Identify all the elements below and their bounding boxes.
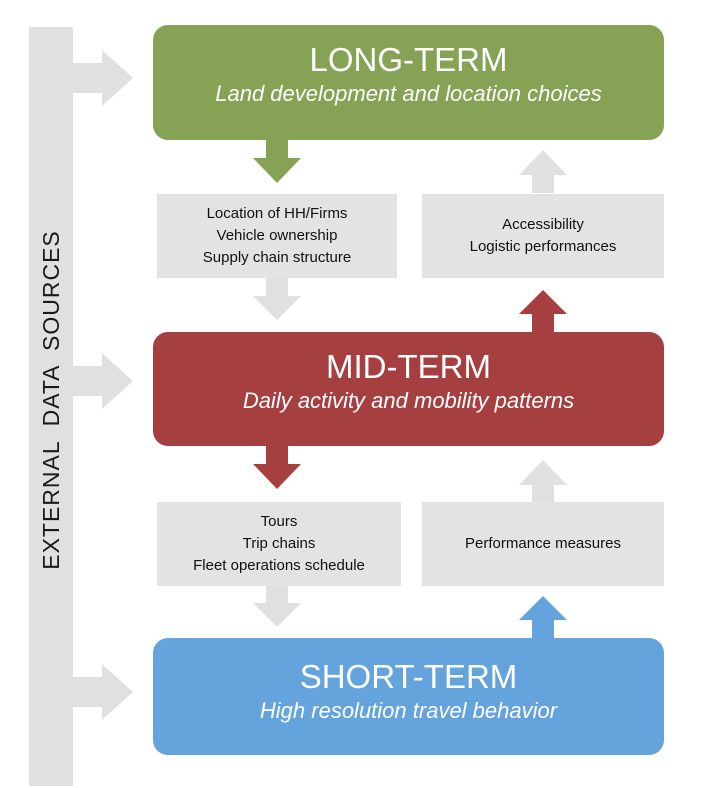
long-to-mid-item: Vehicle ownership [216, 227, 338, 244]
long-to-mid-item: Supply chain structure [202, 249, 352, 266]
mid-term-subtitle: Daily activity and mobility patterns [242, 388, 575, 413]
mid-to-long-item: Logistic performances [469, 238, 617, 255]
long-to-mid-item: Location of HH/Firms [206, 205, 348, 222]
long-term-box: LONG-TERM Land development and location … [153, 25, 664, 140]
sidebar-label: EXTERNAL DATA SOURCES [38, 230, 64, 570]
sidebar-arrow-long-icon [73, 50, 133, 106]
short-term-subtitle: High resolution travel behavior [259, 698, 558, 723]
short-term-box: SHORT-TERM High resolution travel behavi… [153, 638, 664, 755]
arrow-up-grey-1-icon [519, 150, 567, 193]
arrow-down-grey-2-icon [253, 585, 301, 627]
arrow-up-mid-icon [519, 290, 567, 332]
external-data-sources-bar [29, 27, 73, 786]
mid-term-box: MID-TERM Daily activity and mobility pat… [153, 332, 664, 446]
long-term-title: LONG-TERM [309, 41, 508, 78]
mid-to-short-item: Fleet operations schedule [193, 557, 365, 574]
mid-to-short-box: Tours Trip chains Fleet operations sched… [157, 502, 401, 586]
mid-term-title: MID-TERM [326, 348, 491, 385]
long-to-mid-box: Location of HH/Firms Vehicle ownership S… [157, 194, 397, 278]
sidebar-arrow-mid-icon [73, 353, 133, 409]
long-term-subtitle: Land development and location choices [215, 81, 602, 106]
mid-to-short-item: Tours [260, 513, 298, 530]
arrow-up-short-icon [519, 596, 567, 638]
sidebar-arrow-short-icon [73, 664, 133, 720]
short-term-title: SHORT-TERM [299, 658, 518, 695]
arrow-up-grey-2-icon [519, 460, 567, 503]
arrow-down-grey-1-icon [253, 278, 301, 320]
short-to-mid-box: Performance measures [422, 502, 664, 586]
mid-to-long-box: Accessibility Logistic performances [422, 194, 664, 278]
arrow-down-mid-icon [253, 446, 301, 489]
arrow-down-long-icon [253, 140, 301, 183]
mid-to-short-item: Trip chains [242, 535, 316, 552]
mid-to-long-item: Accessibility [502, 216, 584, 233]
short-to-mid-item: Performance measures [465, 535, 621, 552]
